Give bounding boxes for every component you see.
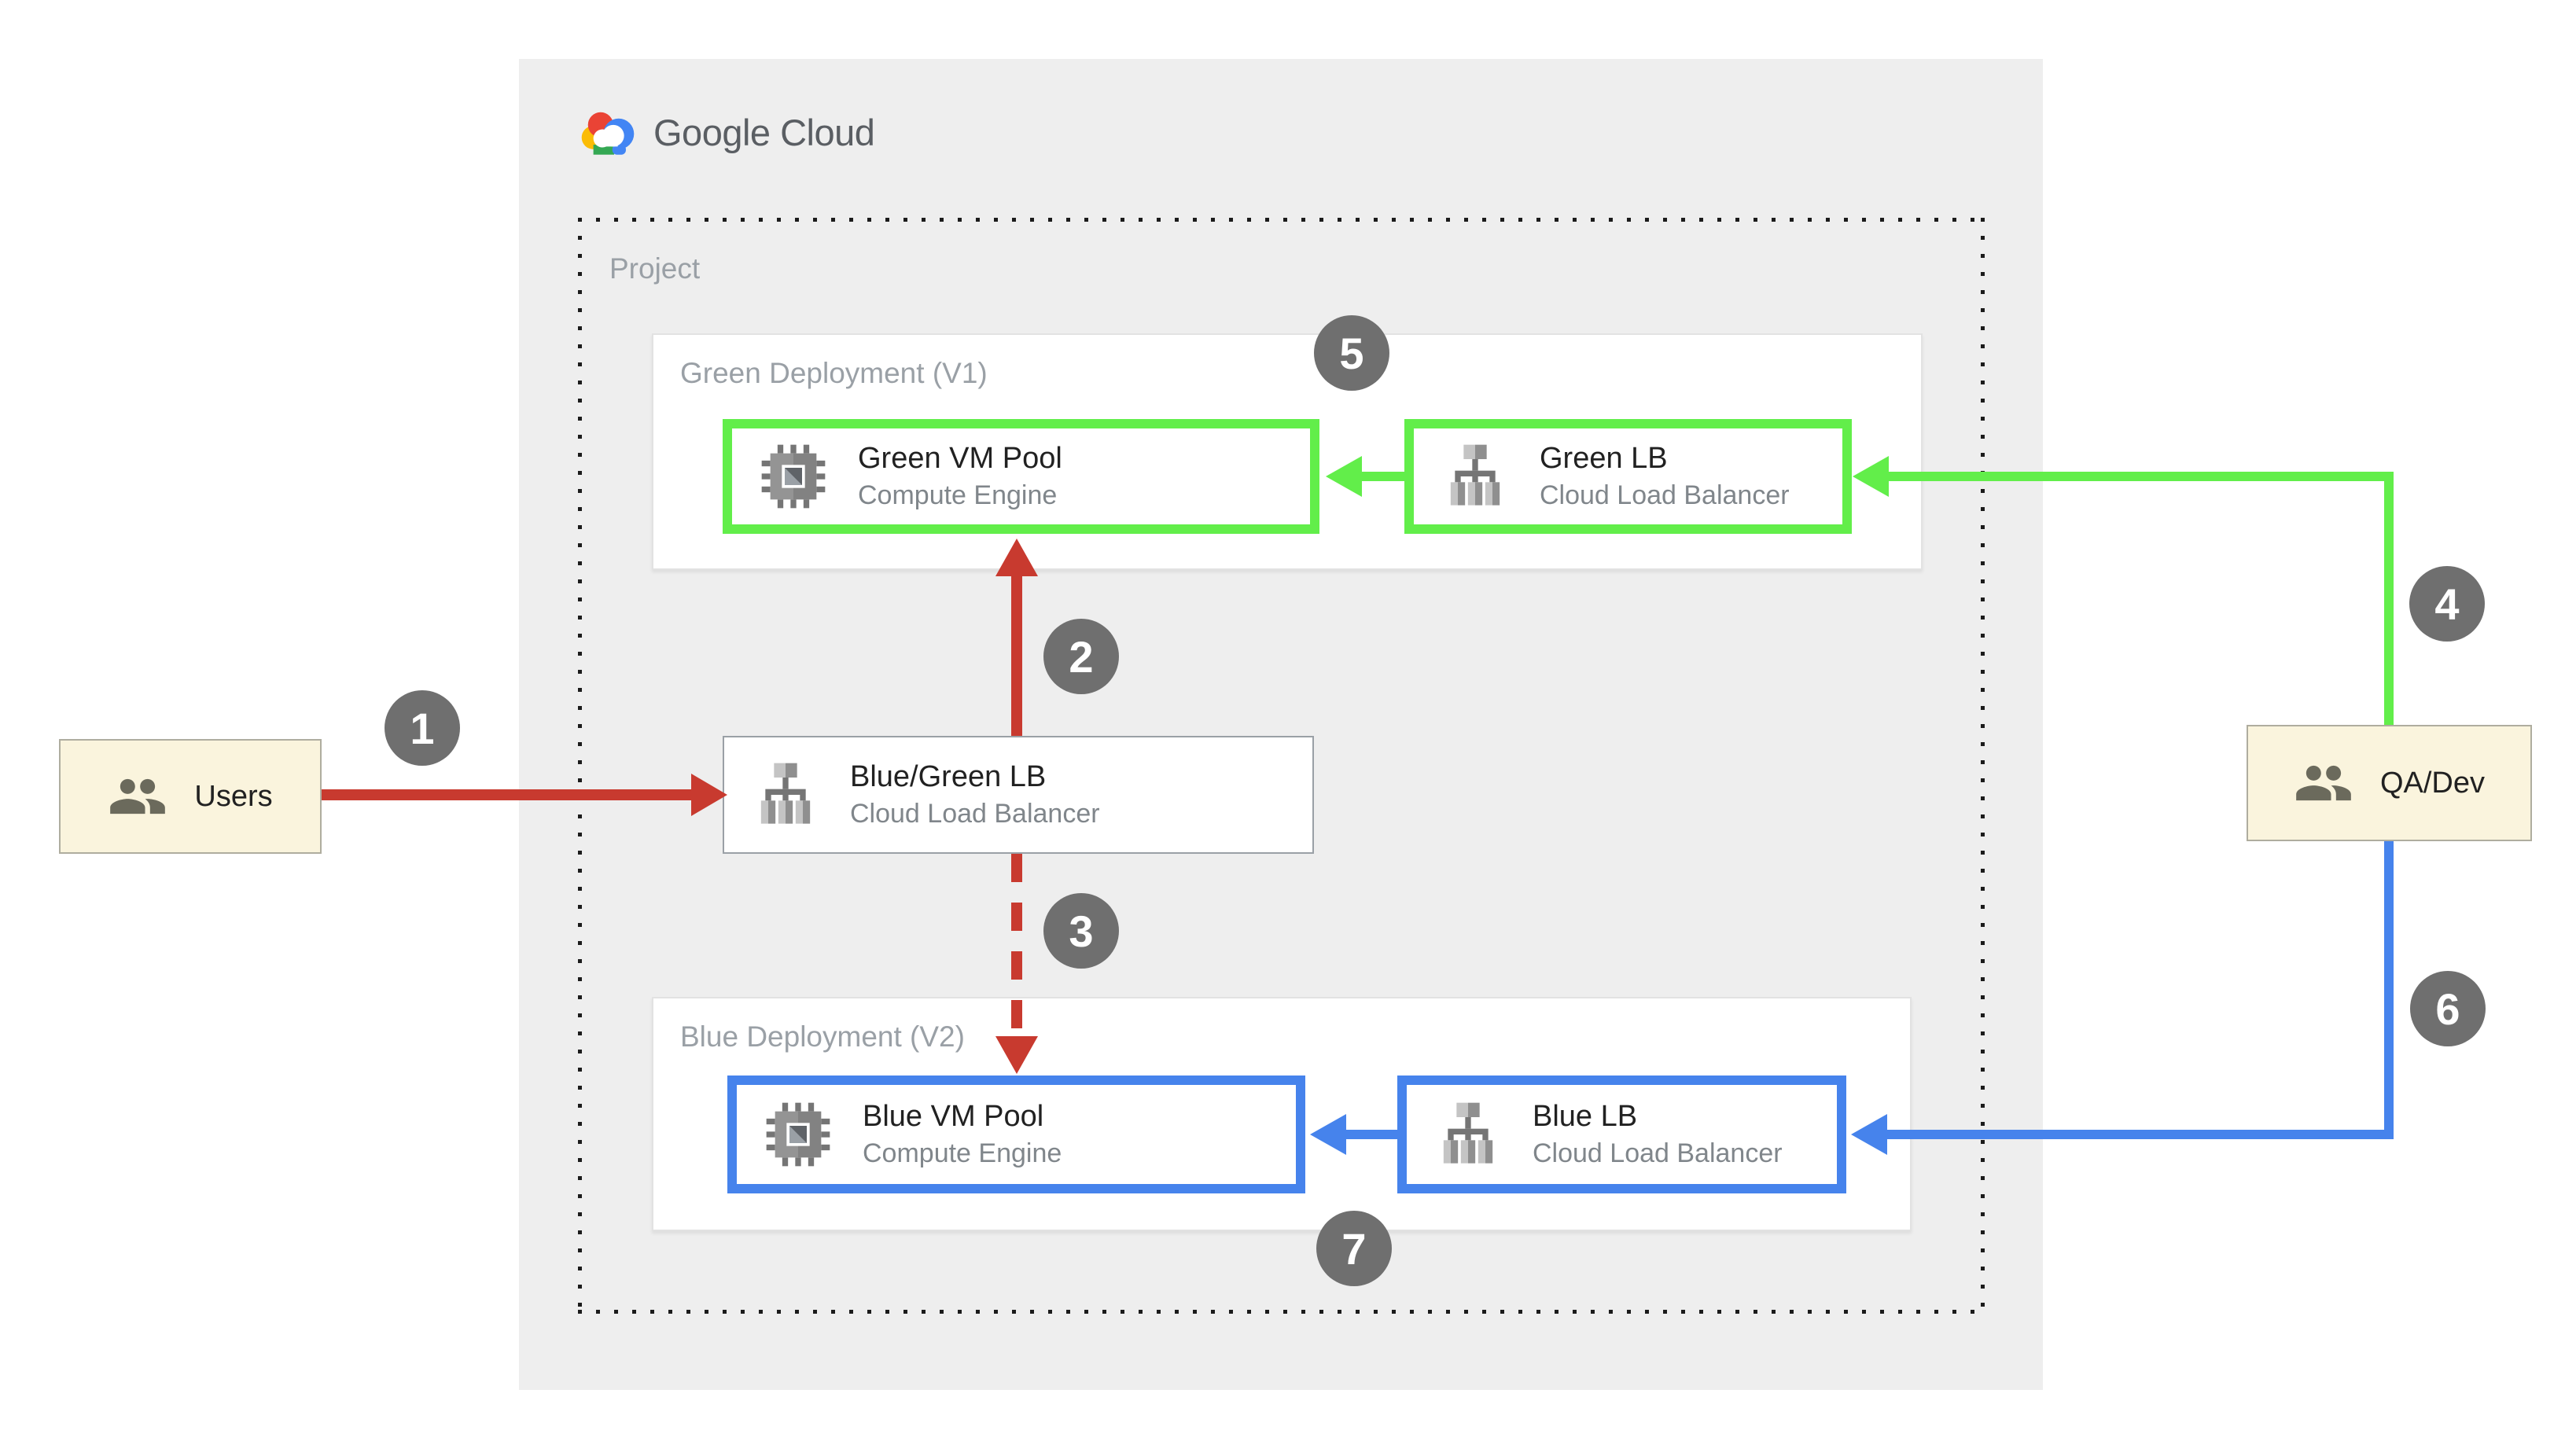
blue-green-lb-subtitle: Cloud Load Balancer	[850, 799, 1100, 829]
green-lb-subtitle: Cloud Load Balancer	[1540, 480, 1790, 510]
arrow-qadev-up-segment	[2384, 476, 2394, 725]
blue-green-lb-node: Blue/Green LB Cloud Load Balancer	[723, 736, 1314, 854]
arrowhead-blue-lb-to-vm	[1310, 1114, 1346, 1155]
blue-lb-subtitle: Cloud Load Balancer	[1533, 1138, 1783, 1168]
arrow-green-lb-to-vm	[1362, 472, 1404, 481]
project-boundary: Project	[578, 218, 1985, 1314]
step-badge-7: 7	[1316, 1211, 1392, 1286]
load-balancer-icon	[1443, 1102, 1493, 1164]
blue-lb-title: Blue LB	[1533, 1100, 1638, 1133]
green-deployment-label: Green Deployment (V1)	[680, 357, 988, 389]
users-icon	[2296, 765, 2351, 801]
users-label: Users	[194, 779, 273, 813]
google-cloud-logo: Google Cloud	[578, 102, 875, 162]
blue-lb-node: Blue LB Cloud Load Balancer	[1397, 1076, 1846, 1193]
project-border-top	[578, 218, 1985, 222]
green-lb-node: Green LB Cloud Load Balancer	[1404, 419, 1852, 534]
arrowhead-green-lb-to-vm	[1326, 456, 1362, 497]
arrow-users-to-lb	[322, 789, 691, 800]
arrow-lb-to-green-vm	[1011, 576, 1022, 736]
green-lb-title: Green LB	[1540, 442, 1668, 475]
arrowhead-qadev-to-green-lb	[1853, 456, 1889, 497]
compute-engine-icon	[761, 444, 826, 509]
green-vm-pool-title: Green VM Pool	[858, 442, 1062, 475]
step-badge-5: 5	[1314, 315, 1389, 391]
arrowhead-lb-to-green-vm	[995, 539, 1038, 576]
load-balancer-icon	[1450, 444, 1500, 506]
project-border-left	[578, 218, 582, 1314]
green-vm-pool-node: Green VM Pool Compute Engine	[723, 419, 1319, 534]
blue-deployment-label: Blue Deployment (V2)	[680, 1020, 965, 1053]
blue-vm-pool-node: Blue VM Pool Compute Engine	[727, 1076, 1305, 1193]
arrowhead-lb-to-blue-vm	[995, 1036, 1038, 1074]
qa-dev-label: QA/Dev	[2379, 766, 2486, 800]
google-cloud-logo-text: Google Cloud	[653, 111, 875, 153]
project-border-right	[1981, 218, 1985, 1314]
users-icon	[110, 778, 166, 814]
arrow-blue-lb-to-vm	[1346, 1130, 1397, 1139]
arrow-qadev-down-segment	[2384, 841, 2394, 1139]
arrow-qadev-to-blue-lb	[1887, 1130, 2394, 1139]
project-label: Project	[609, 252, 701, 285]
users-node: Users	[59, 739, 322, 854]
blue-vm-pool-subtitle: Compute Engine	[863, 1138, 1062, 1168]
qa-dev-node: QA/Dev	[2247, 725, 2532, 841]
step-badge-3: 3	[1043, 893, 1119, 969]
step-badge-4: 4	[2409, 566, 2485, 642]
arrow-lb-to-blue-vm	[1011, 854, 1022, 1036]
green-vm-pool-subtitle: Compute Engine	[858, 480, 1058, 510]
step-badge-6: 6	[2410, 971, 2486, 1046]
google-cloud-logo-icon	[581, 112, 635, 155]
load-balancer-icon	[760, 763, 811, 824]
compute-engine-icon	[766, 1102, 830, 1167]
project-border-bottom	[578, 1310, 1985, 1314]
blue-vm-pool-title: Blue VM Pool	[863, 1100, 1044, 1133]
step-badge-2: 2	[1043, 619, 1119, 694]
blue-green-lb-title: Blue/Green LB	[850, 760, 1047, 793]
arrow-qadev-to-green-lb	[1889, 472, 2394, 481]
arrowhead-users-to-lb	[691, 774, 727, 816]
arrowhead-qadev-to-blue-lb	[1851, 1114, 1887, 1155]
step-badge-1: 1	[385, 690, 460, 766]
